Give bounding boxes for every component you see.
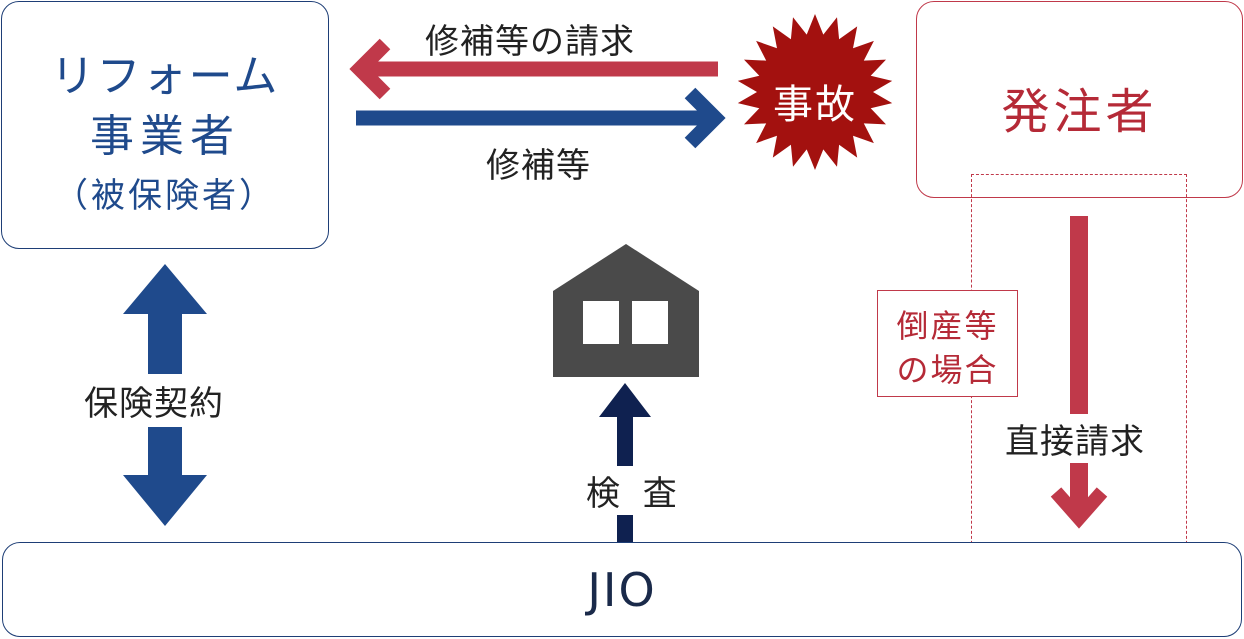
reform-company-label-2: 事業者: [90, 111, 240, 162]
bankruptcy-label-2: の場合: [896, 351, 999, 389]
incident-label: 事故: [773, 82, 857, 128]
repair-arrow: [356, 87, 726, 149]
jio-box: JIO: [2, 542, 1242, 637]
insurance-contract-label: 保険契約: [78, 374, 230, 427]
insured-note: （被保険者）: [54, 176, 276, 216]
jio-label: JIO: [587, 563, 657, 617]
reform-company-box: リフォーム 事業者 （被保険者）: [1, 1, 329, 249]
repair-request-arrow: [349, 38, 718, 100]
repair-request-label: 修補等の請求: [425, 22, 635, 62]
repair-label: 修補等: [486, 146, 591, 186]
bankruptcy-label: 倒産等: [896, 307, 999, 345]
house-icon: [553, 244, 699, 377]
orderer-label: 発注者: [1001, 84, 1158, 140]
incident-burst-icon: [737, 14, 893, 170]
direct-claim-label: 直接請求: [1001, 414, 1149, 463]
inspection-arrow: [599, 383, 651, 542]
bankruptcy-box: 倒産等 の場合: [877, 290, 1018, 397]
inspection-label: 検 査: [582, 466, 687, 515]
reform-company-label: リフォーム: [50, 51, 280, 102]
orderer-box: 発注者: [916, 1, 1243, 198]
direct-claim-arrow: [1050, 216, 1108, 529]
